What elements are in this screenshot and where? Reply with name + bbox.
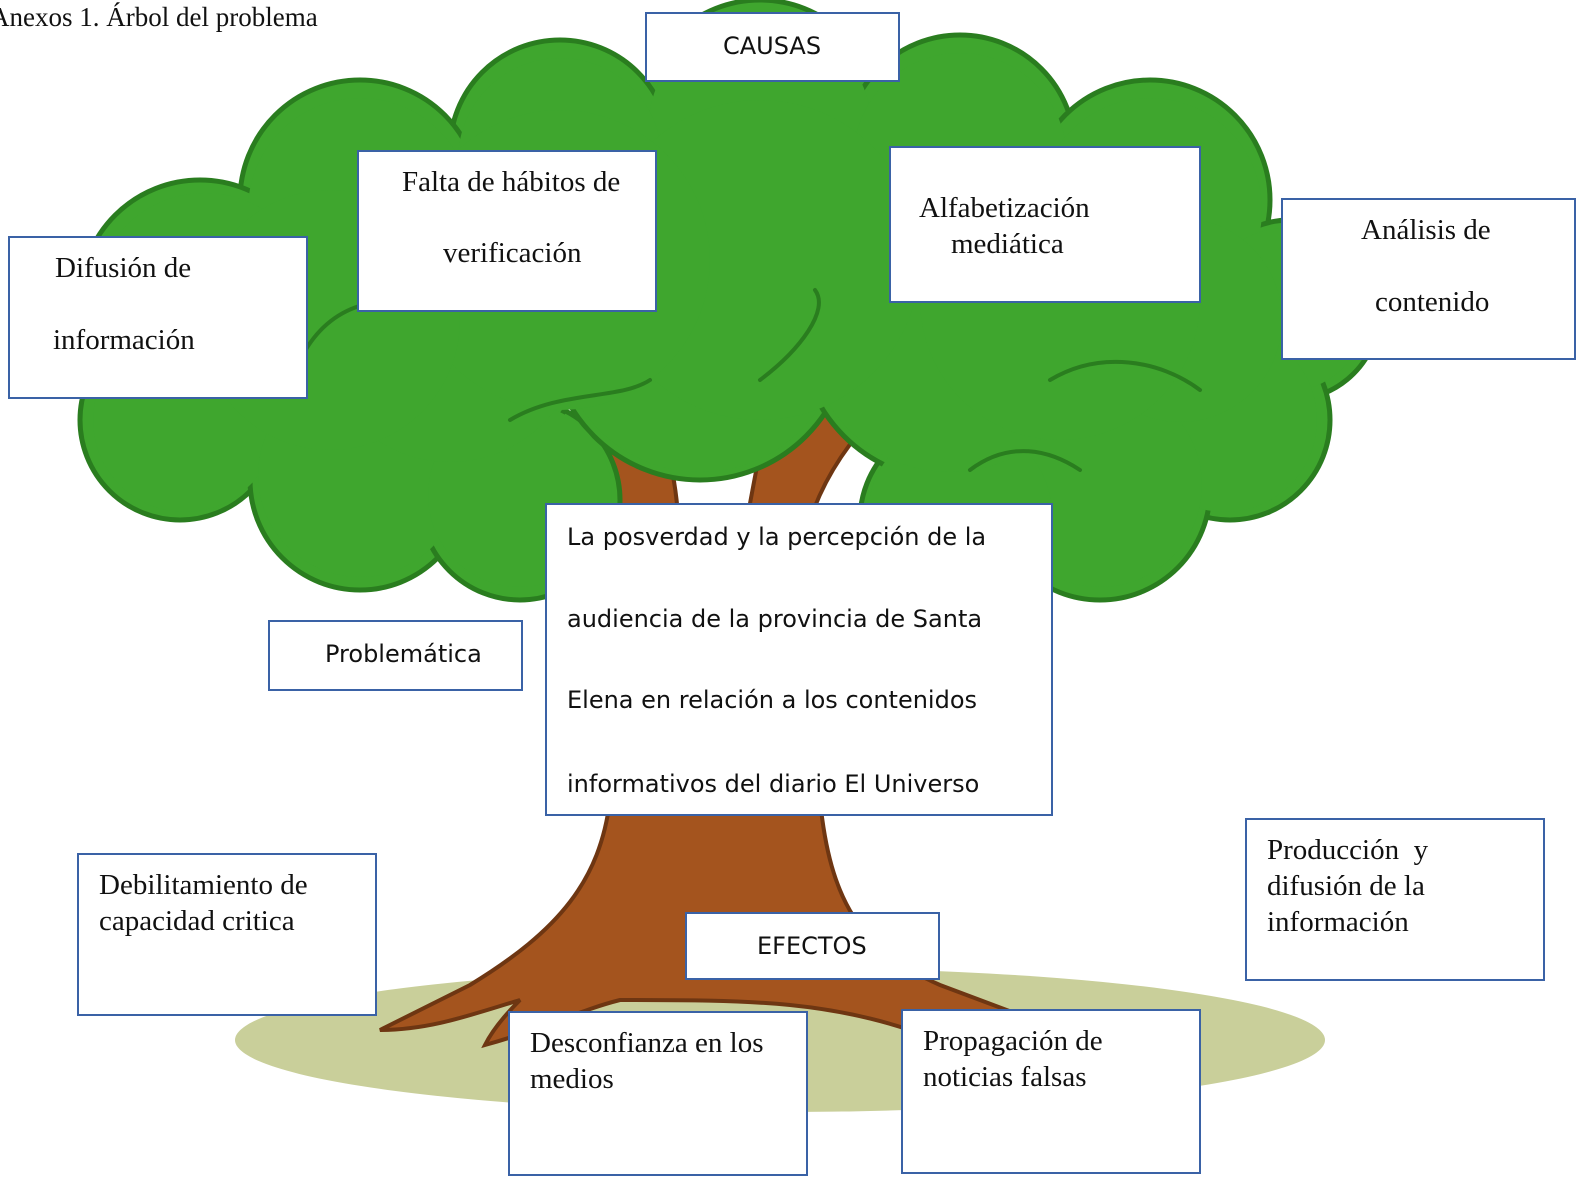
problem-line4: informativos del diario El Universo [567, 770, 980, 798]
effect-produccion-line1: Producción y [1267, 834, 1429, 866]
cause-falta-habitos-line2: verificación [443, 237, 582, 269]
effect-box-propagacion: Propagación de noticias falsas [901, 1009, 1201, 1174]
effect-propagacion-line1: Propagación de [923, 1025, 1103, 1057]
effect-debilitamiento-line1: Debilitamiento de [99, 869, 308, 901]
foliage-contour-lines [298, 288, 1202, 472]
problem-box: La posverdad y la percepción de la audie… [545, 503, 1053, 816]
cause-box-analisis: Análisis de contenido [1281, 198, 1576, 360]
effects-header-label: EFECTOS [757, 932, 867, 960]
effects-header-box: EFECTOS [685, 912, 940, 980]
cause-analisis-line2: contenido [1375, 286, 1490, 318]
cause-difusion-line2: información [53, 324, 195, 356]
effect-desconfianza-line1: Desconfianza en los [530, 1027, 764, 1059]
effect-box-produccion: Producción y difusión de la información [1245, 818, 1545, 981]
effect-produccion-line3: información [1267, 906, 1409, 938]
cause-box-falta-habitos: Falta de hábitos de verificación [357, 150, 657, 312]
causes-header-label: CAUSAS [723, 32, 822, 60]
problem-line3: Elena en relación a los contenidos [567, 686, 978, 714]
cause-box-difusion: Difusión de información [8, 236, 308, 399]
cause-falta-habitos-line1: Falta de hábitos de [402, 166, 621, 198]
cause-difusion-line1: Difusión de [55, 252, 192, 284]
problem-line1: La posverdad y la percepción de la [567, 523, 987, 551]
problem-line2: audiencia de la provincia de Santa [567, 605, 983, 633]
cause-analisis-line1: Análisis de [1361, 214, 1491, 246]
cause-alfabetizacion-line2: mediática [951, 228, 1064, 260]
effect-box-debilitamiento: Debilitamiento de capacidad critica [77, 853, 377, 1016]
caption: Anexos 1. Árbol del problema [0, 2, 318, 32]
effect-propagacion-line2: noticias falsas [923, 1061, 1087, 1093]
effect-desconfianza-line2: medios [530, 1063, 614, 1095]
cause-alfabetizacion-line1: Alfabetización [919, 192, 1090, 224]
effect-debilitamiento-line2: capacidad critica [99, 905, 295, 937]
cause-box-alfabetizacion: Alfabetización mediática [889, 146, 1201, 303]
effect-produccion-line2: difusión de la [1267, 870, 1425, 902]
causes-header-box: CAUSAS [645, 12, 900, 82]
problem-label-box: Problemática [268, 620, 523, 691]
effect-box-desconfianza: Desconfianza en los medios [508, 1011, 808, 1176]
problem-label-text: Problemática [325, 640, 482, 668]
